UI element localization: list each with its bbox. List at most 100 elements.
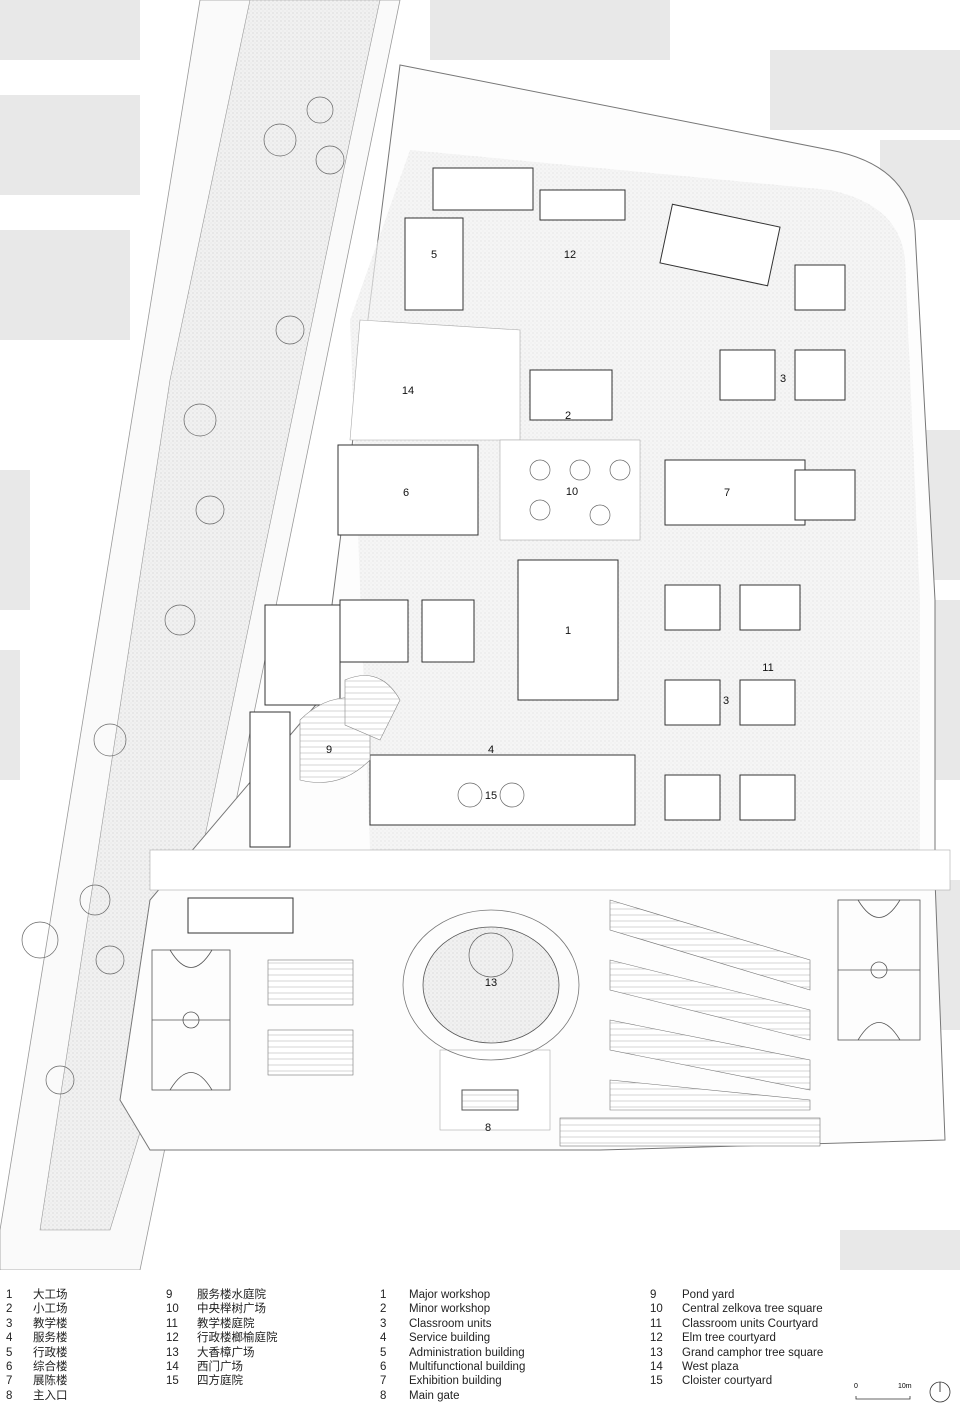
legend-item: 9 Pond yard: [650, 1288, 823, 1302]
legend-item: 14 West plaza: [650, 1360, 823, 1374]
parking-areas: [267, 899, 821, 1147]
legend-number: 4: [380, 1332, 387, 1345]
legend-text: 教学楼庭院: [197, 1317, 255, 1330]
map-label: 13: [485, 977, 497, 989]
legend-item: 7 Exhibition building: [380, 1374, 525, 1388]
legend-number: 6: [6, 1361, 13, 1374]
legend-number: 12: [650, 1332, 663, 1345]
map-label: 15: [485, 790, 497, 802]
legend-text: 中央榉树广场: [197, 1303, 266, 1316]
legend-number: 15: [166, 1375, 179, 1388]
legend-text: 小工场: [33, 1303, 68, 1316]
map-label: 11: [762, 662, 773, 674]
legend-number: 1: [6, 1289, 13, 1301]
legend-item: 3 Classroom units: [380, 1317, 525, 1331]
legend-text: West plaza: [682, 1361, 739, 1374]
legend-text: 展陈楼: [33, 1375, 68, 1388]
map-label: 7: [724, 487, 730, 499]
legend-item: 12 行政楼榔榆庭院: [166, 1331, 278, 1345]
map-labels: 1 2 3 3 4 5 6 7 8 9 10 11 12 13 14 15: [326, 249, 786, 1134]
legend-number: 5: [6, 1346, 13, 1359]
pond: [344, 675, 401, 741]
legend-number: 8: [6, 1389, 13, 1402]
legend-text: Main gate: [409, 1389, 460, 1402]
camphor-tree-square: [402, 909, 580, 1061]
service-building: [369, 754, 636, 826]
map-label: 8: [485, 1122, 491, 1134]
map-label: 3: [723, 695, 729, 707]
legend-text: 服务楼: [33, 1332, 68, 1345]
map-label: 12: [564, 249, 576, 261]
map-label: 10: [566, 486, 578, 498]
legend-item: 2 小工场: [6, 1302, 68, 1316]
north-arrow-icon: [929, 1381, 951, 1403]
legend-text: Classroom units: [409, 1317, 492, 1330]
minor-workshop: [529, 369, 613, 421]
legend-text: Classroom units Courtyard: [682, 1317, 819, 1330]
legend-text: Administration building: [409, 1346, 525, 1359]
legend-item: 11 Classroom units Courtyard: [650, 1317, 823, 1331]
legend-text: Exhibition building: [409, 1375, 502, 1388]
legend-text: Grand camphor tree square: [682, 1346, 824, 1359]
exhibition-building: [664, 459, 806, 526]
legend-number: 10: [166, 1303, 179, 1316]
legend-item: 10 中央榉树广场: [166, 1302, 278, 1316]
map-label: 5: [431, 249, 437, 261]
legend-text: 综合楼: [33, 1361, 68, 1374]
scale-start: 0: [854, 1383, 858, 1390]
legend-number: 14: [650, 1361, 663, 1374]
legend-number: 13: [650, 1346, 663, 1359]
trees: [21, 96, 631, 1095]
map-label: 9: [326, 744, 332, 756]
plazas: [149, 319, 951, 1131]
map-label: 3: [780, 373, 786, 385]
legend-item: 13 大香樟广场: [166, 1346, 278, 1360]
legend-item: 6 综合楼: [6, 1360, 68, 1374]
map-label: 14: [402, 385, 414, 397]
legend-item: 8 Main gate: [380, 1389, 525, 1403]
legend-number: 11: [166, 1317, 178, 1330]
legend-text: 行政楼榔榆庭院: [197, 1332, 278, 1345]
legend-text: 行政楼: [33, 1346, 68, 1359]
legend-number: 2: [6, 1303, 13, 1316]
legend-text: Pond yard: [682, 1289, 735, 1301]
legend-text: Cloister courtyard: [682, 1375, 773, 1388]
legend-number: 12: [166, 1332, 179, 1345]
building-top-row: [432, 167, 534, 211]
legend-number: 13: [166, 1346, 179, 1359]
multifunctional-building: [337, 444, 479, 536]
legend-number: 7: [380, 1375, 387, 1388]
legend-item: 13 Grand camphor tree square: [650, 1346, 823, 1360]
basketball-court-west: [151, 949, 231, 1091]
site-plan: 1 2 3 3 4 5 6 7 8 9 10 11 12 13 14 15: [0, 0, 960, 1270]
legend-text: Central zelkova tree square: [682, 1303, 823, 1316]
legend-item: 12 Elm tree courtyard: [650, 1331, 823, 1345]
legend-number: 9: [650, 1289, 657, 1301]
scale-bar: 0 10m: [854, 1381, 951, 1403]
legend-text: Minor workshop: [409, 1303, 491, 1316]
legend-number: 3: [380, 1317, 387, 1330]
legend-text: Elm tree courtyard: [682, 1332, 776, 1345]
map-label: 1: [565, 625, 571, 637]
legend-text: 大香樟广场: [197, 1346, 255, 1359]
legend-number: 8: [380, 1389, 387, 1402]
classroom-unit: [659, 203, 781, 287]
legend-text: 西门广场: [197, 1361, 243, 1374]
legend-number: 6: [380, 1361, 387, 1374]
administration-building: [404, 217, 464, 311]
legend-number: 11: [650, 1317, 662, 1330]
